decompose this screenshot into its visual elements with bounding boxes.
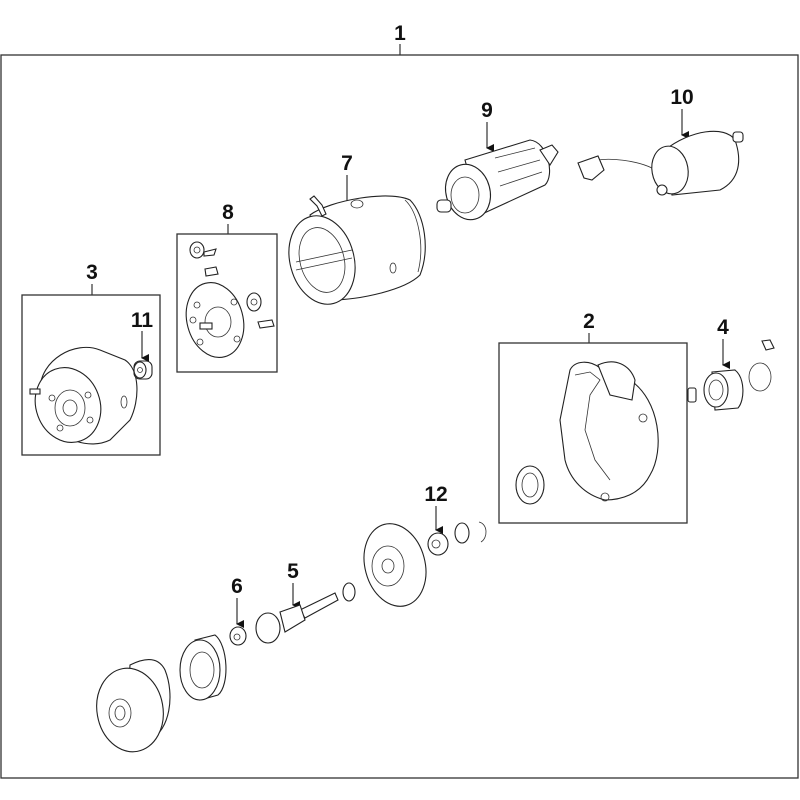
front-housing-part[interactable] bbox=[90, 659, 171, 758]
callout-3[interactable]: 3 bbox=[86, 261, 98, 284]
callout-12[interactable]: 12 bbox=[424, 483, 447, 506]
field-coil-yoke-part[interactable] bbox=[279, 195, 426, 312]
callout-4[interactable]: 4 bbox=[717, 316, 729, 339]
brush-holder-box bbox=[176, 224, 278, 373]
callout-9[interactable]: 9 bbox=[481, 99, 493, 122]
solenoid-part[interactable] bbox=[577, 130, 744, 196]
front-bearing-part[interactable] bbox=[427, 521, 487, 556]
callout-2[interactable]: 2 bbox=[583, 310, 595, 333]
callout-7[interactable]: 7 bbox=[341, 152, 353, 175]
callout-11[interactable]: 11 bbox=[131, 309, 154, 332]
bearing-part[interactable] bbox=[229, 626, 247, 646]
end-frame-kit-box bbox=[21, 284, 161, 456]
pinion-gear-part[interactable] bbox=[687, 339, 775, 411]
clutch-part[interactable] bbox=[179, 634, 227, 701]
pinion-shaft-part[interactable] bbox=[255, 592, 339, 644]
end-frame-part[interactable] bbox=[25, 346, 138, 451]
callout-5[interactable]: 5 bbox=[287, 560, 299, 583]
drive-housing-box bbox=[498, 333, 688, 524]
callout-6[interactable]: 6 bbox=[231, 575, 243, 598]
armature-part[interactable] bbox=[436, 139, 559, 225]
callout-1[interactable]: 1 bbox=[394, 22, 406, 45]
assembly-frame bbox=[0, 44, 799, 779]
brush-holder-part[interactable] bbox=[178, 241, 275, 364]
drive-housing-part[interactable] bbox=[515, 361, 659, 505]
callout-10[interactable]: 10 bbox=[670, 86, 693, 109]
drive-end-plate-part[interactable] bbox=[342, 517, 435, 614]
rear-bearing-part[interactable] bbox=[133, 360, 153, 380]
callout-8[interactable]: 8 bbox=[222, 201, 234, 224]
